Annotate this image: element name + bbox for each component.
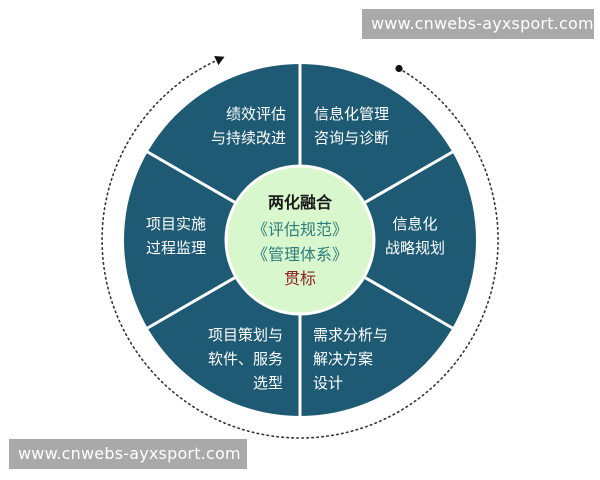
svg-text:与持续改进: 与持续改进 <box>211 129 286 147</box>
svg-text:项目策划与: 项目策划与 <box>208 326 283 344</box>
svg-text:设计: 设计 <box>313 374 343 392</box>
segment-performance-evaluation: 绩效评估 与持续改进 <box>211 105 286 147</box>
segment-project-implementation: 项目实施 过程监理 <box>146 215 206 257</box>
svg-text:绩效评估: 绩效评估 <box>226 105 286 123</box>
watermark-bottom: www.cnwebs-ayxsport.com <box>9 439 247 469</box>
center-management-system: 《管理体系》 <box>252 245 348 264</box>
segment-line: 过程监理 <box>146 239 206 257</box>
segment-line: 选型 <box>253 374 283 392</box>
segment-line: 绩效评估 <box>226 105 286 123</box>
segment-strategy-planning: 信息化 战略规划 <box>385 215 445 257</box>
segment-line: 软件、服务 <box>208 350 283 368</box>
segment-line: 咨询与诊断 <box>314 129 389 147</box>
cycle-arrow-arc <box>101 59 499 439</box>
svg-text:项目实施: 项目实施 <box>146 215 206 233</box>
segment-line: 战略规划 <box>385 239 445 257</box>
svg-text:《管理体系》: 《管理体系》 <box>252 245 348 264</box>
segment-requirements-analysis: 需求分析与 解决方案 设计 <box>313 326 388 392</box>
cycle-arrowhead-icon <box>214 56 225 66</box>
svg-text:《评估规范》: 《评估规范》 <box>252 220 348 239</box>
svg-text:过程监理: 过程监理 <box>146 239 206 257</box>
segment-management-consulting: 信息化管理 咨询与诊断 <box>314 105 389 147</box>
segment-line: 设计 <box>313 374 343 392</box>
center-title: 两化融合 <box>268 193 333 212</box>
svg-text:信息化: 信息化 <box>392 215 437 233</box>
segment-project-planning-selection: 项目策划与 软件、服务 选型 <box>208 326 283 392</box>
svg-text:战略规划: 战略规划 <box>385 239 445 257</box>
svg-text:咨询与诊断: 咨询与诊断 <box>314 129 389 147</box>
center-hub <box>224 164 376 316</box>
svg-text:选型: 选型 <box>253 374 283 392</box>
segment-line: 项目策划与 <box>208 326 283 344</box>
svg-text:贯标: 贯标 <box>284 269 316 288</box>
svg-text:信息化管理: 信息化管理 <box>314 105 389 123</box>
segment-line: 信息化 <box>392 215 437 233</box>
cycle-start-dot-icon <box>395 64 403 73</box>
segment-line: 项目实施 <box>146 215 206 233</box>
center-standard-implementation: 贯标 <box>284 269 316 288</box>
watermark-top: www.cnwebs-ayxsport.com <box>362 9 594 39</box>
segment-line: 与持续改进 <box>211 129 286 147</box>
center-evaluation-standard: 《评估规范》 <box>252 220 348 239</box>
svg-text:解决方案: 解决方案 <box>313 350 373 368</box>
svg-text:两化融合: 两化融合 <box>268 193 333 212</box>
svg-text:软件、服务: 软件、服务 <box>208 350 283 368</box>
segment-line: 需求分析与 <box>313 326 388 344</box>
segment-line: 解决方案 <box>313 350 373 368</box>
segment-line: 信息化管理 <box>314 105 389 123</box>
svg-text:需求分析与: 需求分析与 <box>313 326 388 344</box>
